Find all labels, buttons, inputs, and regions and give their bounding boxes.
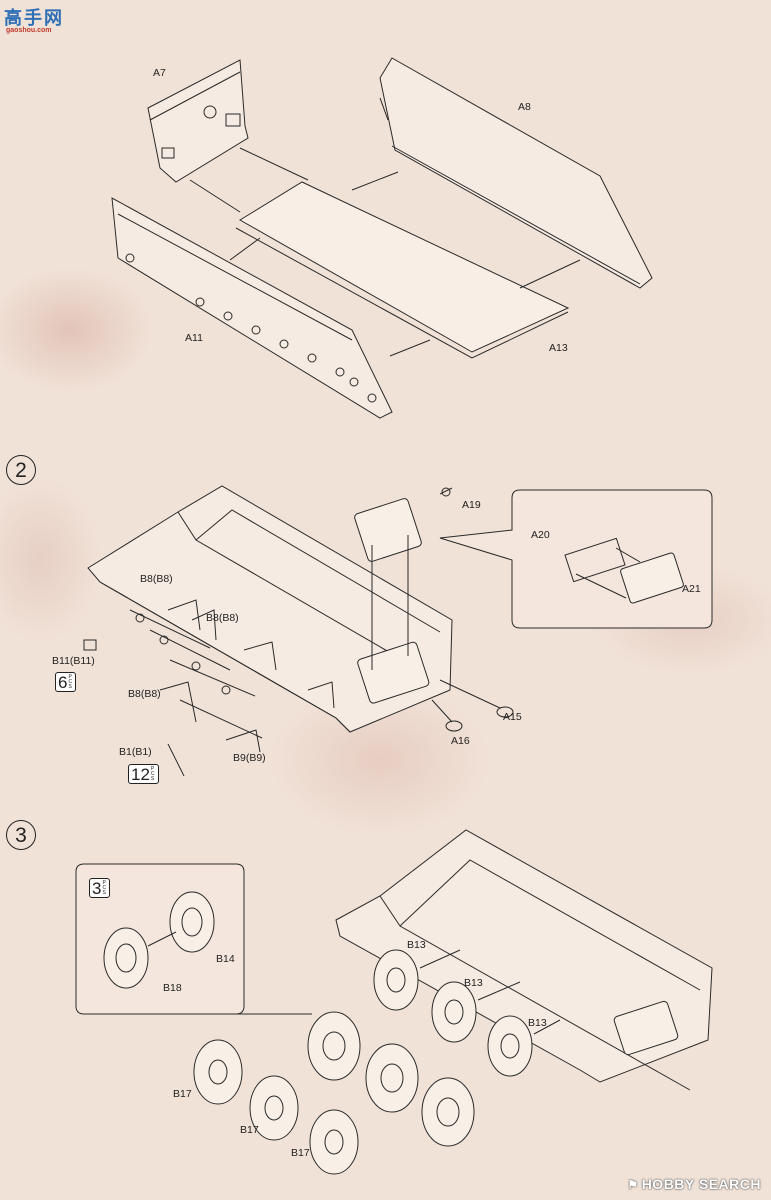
qty-b1-unit: PCS xyxy=(150,765,155,782)
step1-drawing xyxy=(111,57,653,419)
label-b13-3: B13 xyxy=(528,1017,547,1029)
label-b13-2: B13 xyxy=(464,977,483,989)
step2-drawing xyxy=(83,485,713,777)
step-2-marker: 2 xyxy=(6,455,36,485)
step3-drawing xyxy=(75,829,713,1175)
qty-b11-unit: PCS xyxy=(68,673,73,690)
label-b9: B9(B9) xyxy=(233,752,266,764)
watermark-logo: 高手网 gaoshou.com xyxy=(4,4,70,38)
footer-brand: ⚑HOBBY SEARCH xyxy=(627,1176,761,1192)
label-b11: B11(B11) xyxy=(52,655,95,667)
label-b18: B18 xyxy=(163,982,182,994)
label-a16: A16 xyxy=(451,735,470,747)
qty-badge-b1: 12 PCS xyxy=(128,764,159,784)
watermark-site-cn: 高手网 xyxy=(4,8,64,28)
qty-badge-wheel: 3 PCS xyxy=(89,878,111,898)
footer-brand-text: HOBBY SEARCH xyxy=(641,1176,761,1192)
label-b1: B1(B1) xyxy=(119,746,152,758)
qty-b11-number: 6 xyxy=(58,672,68,692)
qty-b1-number: 12 xyxy=(131,764,150,784)
label-a21: A21 xyxy=(682,583,701,595)
label-b17-1: B17 xyxy=(173,1088,192,1100)
label-b8-3: B8(B8) xyxy=(128,688,161,700)
label-a20: A20 xyxy=(531,529,550,541)
label-b13-1: B13 xyxy=(407,939,426,951)
qty-wheel-unit: PCS xyxy=(102,879,107,896)
step-3-marker: 3 xyxy=(6,820,36,850)
label-b17-3: B17 xyxy=(291,1147,310,1159)
label-b8-1: B8(B8) xyxy=(140,573,173,585)
label-a15: A15 xyxy=(503,711,522,723)
watermark-site-url: gaoshou.com xyxy=(6,27,52,34)
brand-logo-icon: ⚑ xyxy=(627,1178,639,1192)
label-a11: A11 xyxy=(185,332,203,344)
label-a7: A7 xyxy=(153,67,166,79)
label-b8-2: B8(B8) xyxy=(206,612,239,624)
qty-wheel-number: 3 xyxy=(92,878,102,898)
label-a13: A13 xyxy=(549,342,568,354)
label-b14: B14 xyxy=(216,953,235,965)
qty-badge-b11: 6 PCS xyxy=(55,672,77,692)
label-a8: A8 xyxy=(518,101,531,113)
label-b17-2: B17 xyxy=(240,1124,259,1136)
label-a19: A19 xyxy=(462,499,481,511)
